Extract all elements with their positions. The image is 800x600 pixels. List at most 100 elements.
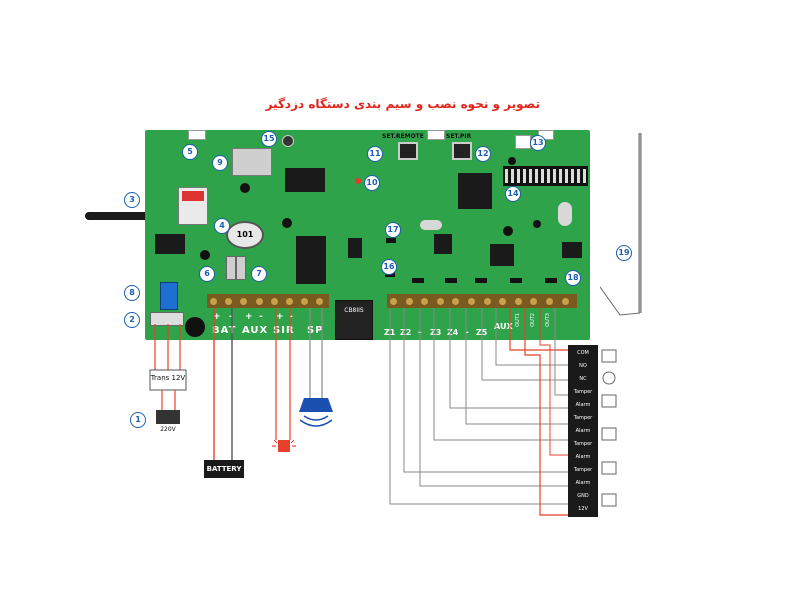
z2-label: Z2 bbox=[400, 328, 412, 337]
callout-3: 3 bbox=[124, 192, 140, 208]
power-chip bbox=[155, 234, 185, 254]
sensor-strip-label: Tamper bbox=[573, 415, 593, 421]
mount-hole bbox=[200, 250, 210, 260]
terminal-screw bbox=[285, 297, 294, 306]
terminal-screw bbox=[315, 297, 325, 306]
ic-2 bbox=[490, 244, 514, 266]
jumper-17 bbox=[386, 238, 396, 243]
crystal bbox=[420, 220, 442, 230]
sensor-strip-label: Alarm bbox=[575, 428, 591, 434]
set-pir-button[interactable] bbox=[452, 142, 472, 160]
diagram-title: تصویر و نحوه نصب و سیم بندی دستگاه دزدگی… bbox=[265, 97, 540, 111]
sim-holder bbox=[232, 148, 272, 176]
callout-11: 11 bbox=[367, 146, 383, 162]
terminal-screw bbox=[224, 297, 234, 306]
battery-label: BATTERY bbox=[206, 465, 242, 473]
callout-9: 9 bbox=[212, 155, 228, 171]
callout-16: 16 bbox=[381, 259, 397, 275]
callout-5: 5 bbox=[182, 144, 198, 160]
capacitor bbox=[185, 317, 205, 337]
terminal-screw bbox=[467, 297, 476, 306]
jumper bbox=[475, 278, 487, 283]
jumper bbox=[510, 278, 522, 283]
transformer-label: Trans 12V bbox=[150, 374, 186, 382]
terminal-screw bbox=[513, 297, 523, 306]
jumper bbox=[545, 278, 557, 283]
gsm-antenna bbox=[85, 212, 155, 220]
buzzer bbox=[282, 135, 294, 147]
sensor-strip-label: 12V bbox=[578, 506, 588, 512]
ic-3 bbox=[562, 242, 582, 258]
callout-13: 13 bbox=[530, 135, 546, 151]
callout-1: 1 bbox=[130, 412, 146, 428]
set-remote-button[interactable] bbox=[398, 142, 418, 160]
set-remote-label: SET.REMOTE bbox=[382, 133, 424, 140]
ic-1 bbox=[434, 234, 452, 254]
terminal-screw bbox=[529, 297, 539, 306]
terminal-screw bbox=[209, 297, 218, 306]
power-input-terminal bbox=[150, 312, 184, 326]
crystal-2 bbox=[558, 202, 572, 226]
ic-small bbox=[348, 238, 362, 258]
terminal-screw bbox=[482, 297, 492, 306]
fuse-1 bbox=[236, 256, 246, 280]
mount-hole bbox=[503, 226, 513, 236]
set-pir-label: SET.PIR bbox=[446, 133, 472, 140]
aux2-label: AUX bbox=[494, 322, 513, 331]
callout-12: 12 bbox=[475, 146, 491, 162]
bat-label: BAT bbox=[212, 325, 237, 336]
mount-hole bbox=[533, 220, 541, 228]
status-led bbox=[355, 178, 361, 184]
jumper bbox=[412, 278, 424, 283]
sensor-strip-label: Tamper bbox=[573, 389, 593, 395]
aux-label: AUX bbox=[242, 325, 269, 336]
sensor-strip-label: Alarm bbox=[575, 454, 591, 460]
terminal-screw bbox=[254, 297, 264, 306]
terminal-screw bbox=[498, 297, 508, 306]
fuse-2 bbox=[226, 256, 236, 280]
callout-2: 2 bbox=[124, 312, 140, 328]
sensor-strip-label: Tamper bbox=[573, 467, 593, 473]
sensor-strip-label: NO bbox=[579, 363, 587, 369]
callout-14: 14 bbox=[505, 186, 521, 202]
sir-label: SIR bbox=[273, 325, 295, 336]
sp-label: SP bbox=[307, 325, 324, 336]
callout-6: 6 bbox=[199, 266, 215, 282]
sensor-strip-label: Alarm bbox=[575, 402, 591, 408]
gsm-module bbox=[178, 187, 208, 225]
callout-19: 19 bbox=[616, 245, 632, 261]
sensor-strip-label: Tamper bbox=[573, 441, 593, 447]
terminal-screw bbox=[560, 297, 570, 306]
callout-17: 17 bbox=[385, 222, 401, 238]
led-5 bbox=[188, 130, 206, 140]
antenna-icon bbox=[600, 133, 642, 316]
aux-minus: - bbox=[259, 312, 263, 322]
z3-label: Z3 bbox=[430, 328, 442, 337]
sir-plus: + bbox=[276, 312, 284, 322]
sensor-strip-label: Alarm bbox=[575, 480, 591, 486]
aux-plus: + bbox=[245, 312, 253, 322]
potentiometer[interactable] bbox=[160, 282, 178, 310]
mosfet-array bbox=[296, 236, 326, 284]
terminal-screw bbox=[451, 297, 461, 306]
callout-4: 4 bbox=[214, 218, 230, 234]
microcontroller bbox=[458, 173, 492, 209]
com-minus-2: - bbox=[465, 328, 469, 338]
led-top bbox=[427, 130, 445, 140]
relay: CB8IIS bbox=[335, 300, 373, 340]
terminal-screw bbox=[404, 297, 414, 306]
sir-minus: - bbox=[289, 312, 293, 322]
sensor-strip-label: GND bbox=[577, 493, 589, 499]
sensor-strip-label: COM bbox=[577, 350, 589, 356]
callout-18: 18 bbox=[565, 270, 581, 286]
mount-hole bbox=[508, 157, 516, 165]
inductor: 101 bbox=[226, 221, 264, 249]
terminal-screw bbox=[300, 297, 310, 306]
terminal-screw bbox=[269, 297, 279, 306]
jumper bbox=[445, 278, 457, 283]
mount-hole bbox=[282, 218, 292, 228]
terminal-screw bbox=[420, 297, 430, 306]
pin-header bbox=[503, 166, 588, 186]
callout-8: 8 bbox=[124, 285, 140, 301]
